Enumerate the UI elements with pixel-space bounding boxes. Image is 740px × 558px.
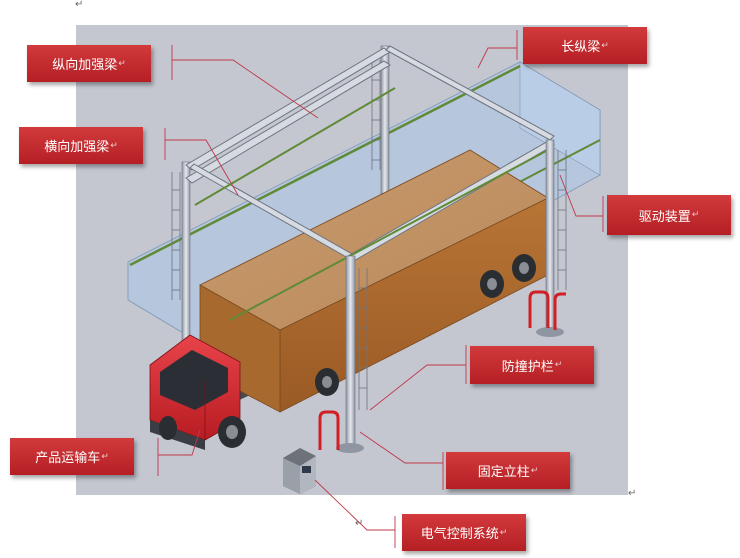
paragraph-mark: ↵ — [75, 0, 84, 10]
paragraph-mark: ↵ — [355, 518, 364, 529]
column-front-left — [345, 255, 356, 447]
label-drive-unit: 驱动装置↵ — [607, 195, 731, 235]
label-longitudinal-beam: 纵向加强梁↵ — [27, 45, 151, 82]
truck-cab — [149, 334, 246, 450]
label-electric-control: 电气控制系统↵ — [402, 514, 526, 551]
ladder-back-left — [171, 172, 181, 300]
label-long-beam-text: 长纵梁 — [561, 40, 601, 55]
paragraph-mark: ↵ — [628, 488, 637, 499]
label-transverse-beam: 横向加强梁↵ — [19, 127, 143, 164]
guardrail — [318, 290, 566, 450]
label-fixed-column-text: 固定立柱 — [477, 465, 530, 480]
label-transverse-beam-text: 横向加强梁 — [44, 140, 110, 155]
column-back-left — [181, 161, 191, 343]
label-fixed-column: 固定立柱↵ — [446, 452, 570, 489]
leader-lines — [157, 30, 604, 548]
label-guardrail-text: 防撞护栏 — [501, 359, 554, 375]
label-transport-truck: 产品运输车↵ — [10, 438, 134, 475]
truck-rear-wheels — [315, 254, 536, 396]
label-guardrail: 防撞护栏↵ — [470, 346, 594, 384]
label-longitudinal-beam-text: 纵向加强梁 — [52, 58, 118, 73]
electric-control-cabinet — [283, 448, 316, 494]
label-electric-control-text: 电气控制系统 — [420, 527, 499, 542]
label-long-beam: 长纵梁↵ — [523, 27, 647, 64]
label-transport-truck-text: 产品运输车 — [35, 451, 101, 466]
label-drive-unit-text: 驱动装置 — [638, 209, 691, 225]
